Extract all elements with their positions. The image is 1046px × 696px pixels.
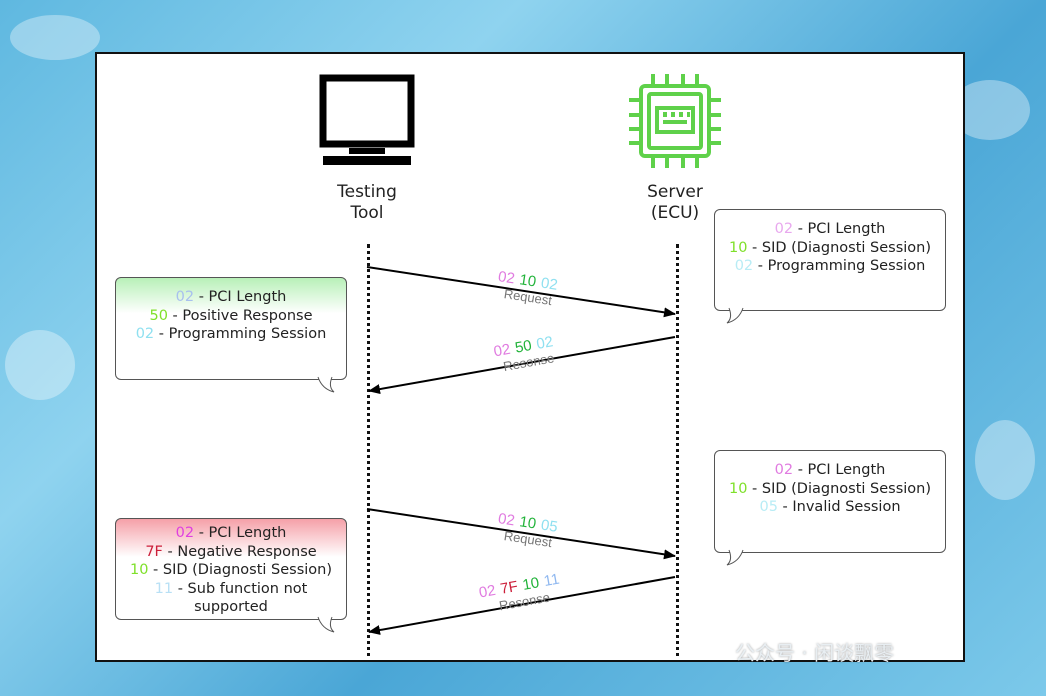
- note-code: 10: [129, 562, 149, 578]
- note-code: 7F: [145, 543, 163, 560]
- note-code: 10: [728, 239, 748, 256]
- note-text: - PCI Length: [793, 221, 886, 237]
- note-text: - Programming Session: [753, 258, 926, 274]
- note-line: 10 - SID (Diagnosti Session): [116, 561, 346, 580]
- background-decoration: [975, 420, 1035, 500]
- note-line: 02 - PCI Length: [715, 220, 945, 239]
- note-tail: [726, 307, 744, 324]
- note-line: 11 - Sub function not: [116, 580, 346, 599]
- note-text: - PCI Length: [194, 289, 287, 305]
- note-line: 7F - Negative Response: [116, 543, 346, 562]
- note-code: 50: [149, 307, 168, 324]
- lifeline-server-ecu: [676, 244, 679, 660]
- note-line: supported: [116, 598, 346, 617]
- actor-label-line: Testing: [337, 182, 397, 202]
- actor-label-line: (ECU): [650, 203, 700, 223]
- background-decoration: [10, 15, 100, 60]
- note-text: - Invalid Session: [777, 499, 901, 515]
- note-code: 05: [759, 499, 778, 515]
- message-byte: 11: [542, 570, 561, 591]
- note-line: 10 - SID (Diagnosti Session): [715, 480, 945, 499]
- note-code: 11: [154, 580, 174, 597]
- note-code: 02: [175, 289, 195, 305]
- message-byte: 02: [496, 268, 516, 288]
- note-line: 02 - Programming Session: [116, 325, 346, 344]
- note-code: 02: [135, 326, 155, 342]
- background-decoration: [5, 330, 75, 400]
- message-arrow-response-2: [368, 576, 676, 635]
- message-byte: 02: [496, 510, 516, 530]
- note-text: - PCI Length: [793, 462, 886, 478]
- note-text: supported: [194, 599, 268, 615]
- note-code: 02: [175, 525, 195, 541]
- actor-label-server-ecu: Server (ECU): [625, 182, 725, 224]
- sequence-diagram-panel: Testing Tool Server (ECU): [95, 52, 965, 662]
- message-arrow-request-1: [366, 266, 676, 318]
- note-tail: [317, 616, 335, 633]
- message-arrow-response-1: [368, 336, 676, 395]
- note-line: 50 - Positive Response: [116, 307, 346, 326]
- note-line: 10 - SID (Diagnosti Session): [715, 239, 945, 258]
- message-byte: 02: [477, 581, 498, 602]
- message-arrow-request-2: [366, 508, 676, 560]
- message-arrows: [366, 266, 676, 635]
- note-text: - Negative Response: [162, 543, 317, 560]
- chip-icon: [629, 74, 721, 168]
- monitor-icon: [319, 74, 415, 165]
- note-text: - PCI Length: [194, 525, 287, 541]
- note-tail: [317, 376, 335, 393]
- note-text: - SID (Diagnosti Session): [148, 562, 333, 578]
- note-text: - Positive Response: [167, 307, 313, 324]
- note-code: 02: [734, 258, 754, 274]
- lifeline-testing-tool: [367, 244, 370, 660]
- note-code: 02: [774, 462, 794, 478]
- note-line: 02 - Programming Session: [715, 257, 945, 276]
- note-line: 02 - PCI Length: [715, 461, 945, 480]
- note-text: - Programming Session: [154, 326, 327, 342]
- watermark: 公众号 · 闲谈飘零: [735, 641, 895, 665]
- note-text: - SID (Diagnosti Session): [747, 480, 932, 497]
- note-line: 05 - Invalid Session: [715, 498, 945, 517]
- note-text: - Sub function not: [173, 580, 308, 597]
- note-code: 10: [728, 480, 748, 497]
- note-line: 02 - PCI Length: [116, 524, 346, 543]
- actor-label-line: Tool: [350, 203, 384, 223]
- actor-label-testing-tool: Testing Tool: [317, 182, 417, 224]
- note-code: 02: [774, 221, 794, 237]
- note-tail: [726, 549, 744, 566]
- actor-label-line: Server: [647, 182, 703, 202]
- note-line: 02 - PCI Length: [116, 288, 346, 307]
- note-text: - SID (Diagnosti Session): [747, 239, 932, 256]
